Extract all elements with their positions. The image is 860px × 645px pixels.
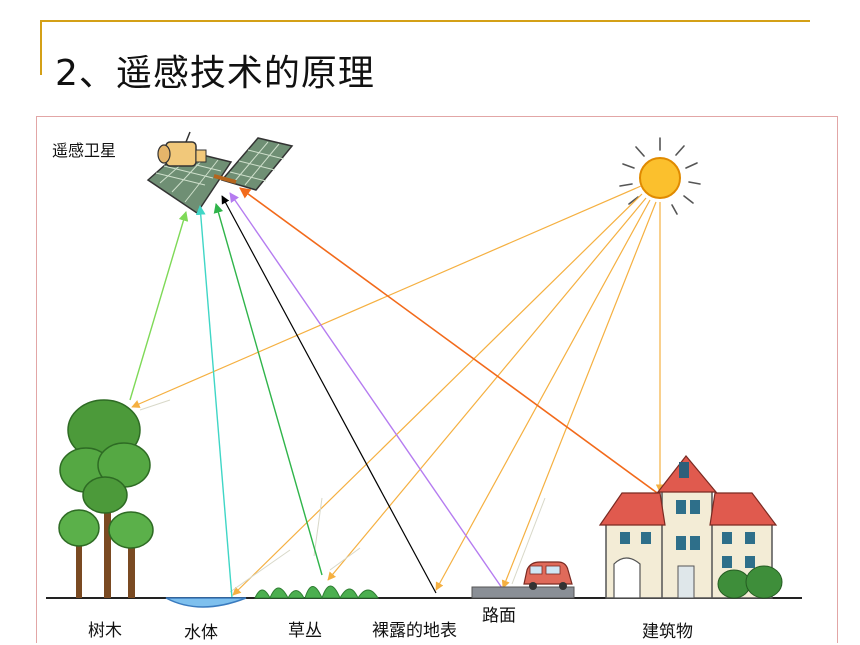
label-bare-ground: 裸露的地表 (372, 621, 457, 641)
grass-icon (254, 585, 379, 600)
label-building: 建筑物 (642, 622, 693, 642)
remote-sensing-diagram (46, 131, 802, 608)
building-icon (598, 455, 783, 599)
slide-title: 2、遥感技术的原理 (55, 53, 375, 94)
title-rule (40, 20, 810, 22)
label-water: 水体 (184, 623, 218, 643)
water-icon (165, 597, 247, 608)
sun-icon (619, 137, 701, 215)
satellite-icon (146, 131, 294, 215)
satellite-label: 遥感卫星 (52, 141, 117, 160)
label-grass: 草丛 (288, 621, 322, 641)
tree-icon (58, 399, 154, 598)
label-tree: 树木 (88, 621, 122, 641)
label-road: 路面 (482, 606, 516, 626)
diagram-frame (36, 116, 838, 643)
title-rule-vertical (40, 20, 42, 75)
road-car-icon (471, 561, 575, 599)
